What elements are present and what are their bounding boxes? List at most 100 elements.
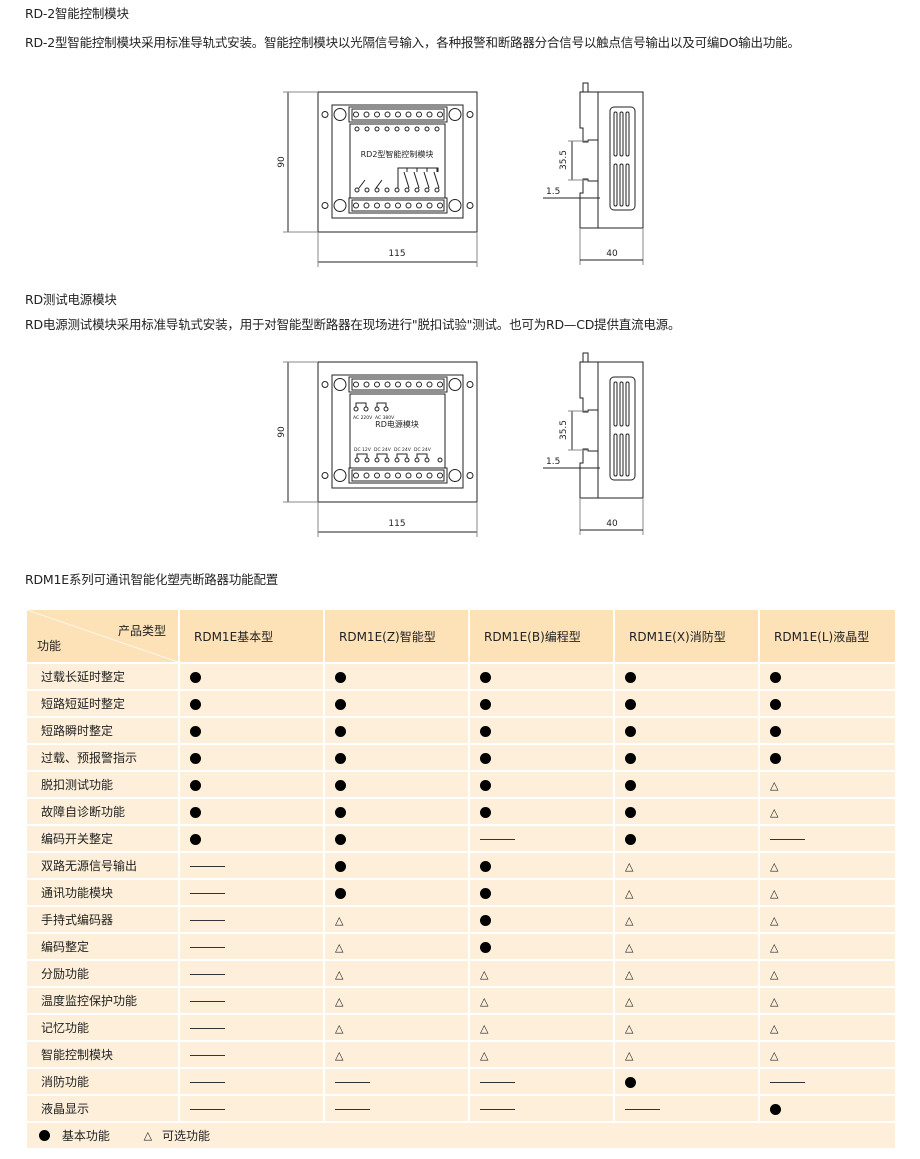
basic-dot-icon: ●	[770, 725, 781, 737]
table-row: 编码整定—△●△△	[25, 932, 897, 961]
terminal-screw	[353, 381, 359, 388]
cell-value: △	[613, 878, 760, 907]
optional-triangle-icon: △	[480, 1048, 489, 1062]
optional-triangle-icon: △	[625, 967, 634, 981]
table-row: 过载长延时整定●●●●●	[25, 662, 897, 691]
function-label: 故障自诊断功能	[25, 797, 180, 826]
basic-dot-icon: ●	[190, 833, 201, 845]
table-row: 编码开关整定●●—●—	[25, 824, 897, 853]
dc-terminal	[354, 457, 360, 463]
vent-slot	[625, 111, 630, 157]
cell-value: ●	[178, 689, 325, 718]
vent-slot	[613, 381, 618, 427]
terminal-screw	[405, 381, 412, 388]
dc-terminal	[384, 457, 390, 463]
optional-triangle-icon: △	[770, 913, 779, 927]
cell-value: ●	[468, 716, 615, 745]
mount-boss	[448, 108, 462, 121]
cell-value: △	[758, 905, 897, 934]
cell-value: ●	[468, 905, 615, 934]
column-header: RDM1E(L)液晶型	[758, 608, 897, 664]
basic-dot-icon: ●	[190, 698, 201, 710]
cell-value: —	[613, 1094, 760, 1123]
ac-terminal	[374, 406, 380, 412]
basic-dot-icon: ●	[480, 779, 491, 791]
basic-dot-icon: ●	[190, 806, 201, 818]
function-label: 通讯功能模块	[25, 878, 180, 907]
mount-hole	[321, 472, 329, 479]
dc-label: DC 24V	[394, 447, 412, 453]
cell-value: —	[178, 1040, 325, 1069]
basic-dot-icon: ●	[480, 941, 491, 953]
cell-value: ●	[758, 1094, 897, 1123]
function-label: 双路无源信号输出	[25, 851, 180, 880]
cell-value: ●	[468, 743, 615, 772]
basic-dot-icon: ●	[625, 698, 636, 710]
terminal-screw	[405, 202, 412, 209]
contact-terminal	[424, 187, 430, 193]
optional-triangle-icon: △	[625, 1048, 634, 1062]
cell-value: ●	[468, 878, 615, 907]
not-available-dash: —	[480, 1081, 515, 1083]
terminal-screw	[416, 111, 422, 118]
cell-value: ●	[758, 716, 897, 745]
contact-hole	[404, 126, 410, 132]
cell-value: —	[758, 1067, 897, 1096]
terminal-screw	[353, 111, 359, 118]
panel-label: RD电源模块	[375, 419, 419, 429]
vent-slot	[625, 433, 630, 477]
vent-slot	[619, 111, 624, 157]
mount-hole	[466, 202, 474, 209]
function-label: 智能控制模块	[25, 1040, 180, 1069]
optional-triangle-icon: △	[480, 1021, 489, 1035]
basic-dot-icon: ●	[480, 914, 491, 926]
basic-dot-icon: ●	[770, 1103, 781, 1115]
not-available-dash: —	[190, 973, 225, 975]
cell-value: △	[323, 1040, 470, 1069]
terminal-screw	[416, 381, 422, 388]
optional-triangle-icon: △	[625, 859, 634, 873]
terminal-screw	[363, 202, 370, 209]
module-frame	[331, 374, 464, 489]
terminal-screw	[395, 472, 401, 479]
legend-row: 基本功能 △ 可选功能	[25, 1121, 897, 1150]
cell-value: △	[758, 959, 897, 988]
cell-value: ●	[323, 689, 470, 718]
table-row: 记忆功能—△△△△	[25, 1013, 897, 1042]
terminal-screw	[426, 472, 433, 479]
cell-value: ●	[613, 716, 760, 745]
optional-triangle-icon: △	[335, 1048, 344, 1062]
table-row: 分励功能—△△△△	[25, 959, 897, 988]
legend-optional-label: 可选功能	[161, 1129, 210, 1143]
function-label: 过载长延时整定	[25, 662, 180, 691]
dc-terminal	[364, 457, 370, 463]
cell-value: —	[468, 824, 615, 853]
not-available-dash: —	[190, 865, 225, 867]
terminal-screw	[426, 202, 433, 209]
cell-value: △	[468, 959, 615, 988]
terminal-screw	[374, 111, 380, 118]
cell-value: △	[758, 932, 897, 961]
terminal-screw	[363, 111, 370, 118]
cell-value: ●	[323, 824, 470, 853]
mount-boss	[333, 199, 347, 212]
terminal-screw	[426, 111, 433, 118]
cell-value: ●	[613, 689, 760, 718]
cell-value: △	[323, 986, 470, 1015]
basic-dot-icon: ●	[190, 671, 201, 683]
relay-switch-icon	[423, 171, 430, 189]
optional-triangle-icon: △	[770, 805, 779, 819]
column-header: RDM1E(B)编程型	[468, 608, 615, 664]
mount-hole	[321, 111, 329, 118]
section2-description: RD电源测试模块采用标准导轨式安装，用于对智能型断路器在现场进行"脱扣试验"测试…	[25, 317, 681, 332]
basic-dot-icon: ●	[335, 752, 346, 764]
cell-value: ●	[468, 932, 615, 961]
optional-triangle-icon: △	[770, 1021, 779, 1035]
terminal-screw	[426, 381, 433, 388]
cell-value: ●	[613, 824, 760, 853]
basic-dot-icon: ●	[480, 698, 491, 710]
optional-triangle-icon: △	[770, 1048, 779, 1062]
relay-switch-icon	[433, 171, 440, 189]
